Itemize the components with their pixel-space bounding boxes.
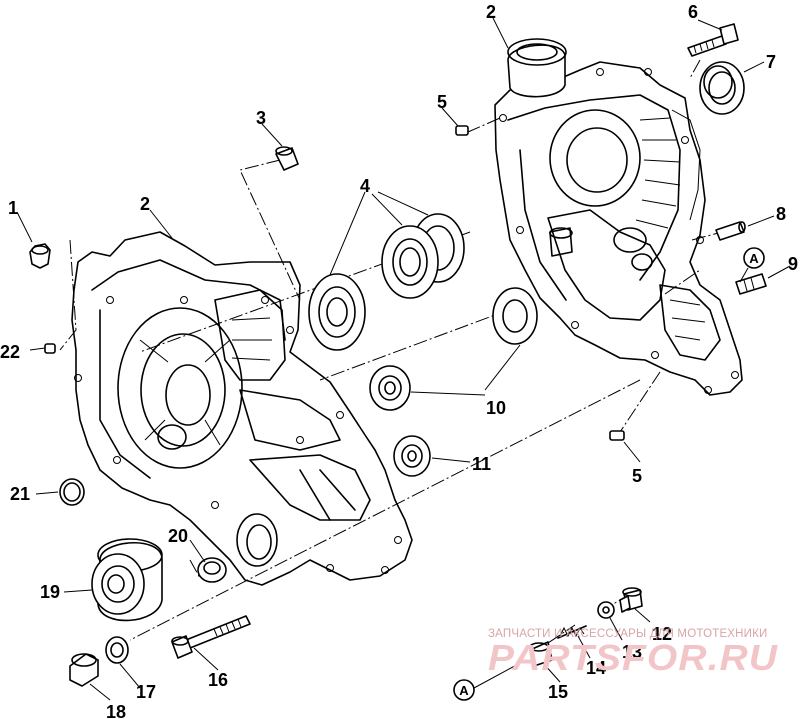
callout-leader-lines	[16, 17, 791, 701]
callout-16: 16	[208, 670, 228, 690]
callout-12: 12	[652, 624, 672, 644]
part-12-bolt	[619, 587, 643, 613]
callout-14: 14	[586, 658, 606, 678]
svg-text:A: A	[459, 683, 469, 698]
callout-13: 13	[622, 642, 642, 662]
callout-15: 15	[548, 682, 568, 702]
part-1-cap	[29, 243, 51, 269]
part-11-bearing	[393, 435, 431, 477]
callout-5-upper: 5	[437, 92, 447, 112]
part-20-seal	[197, 557, 227, 583]
part-9-fitting	[735, 273, 767, 295]
callout-11: 11	[472, 454, 491, 474]
svg-text:A: A	[749, 251, 759, 266]
reference-mark-a-lower: A	[453, 661, 523, 701]
part-8-pin	[715, 221, 746, 241]
callout-8: 8	[776, 204, 786, 224]
callout-7: 7	[766, 52, 776, 72]
left-crankcase-half	[71, 231, 413, 586]
callout-3: 3	[256, 108, 266, 128]
watermark-logo-text: PARTSFOR.RU	[488, 637, 778, 678]
callout-5-lower: 5	[632, 466, 642, 486]
part-7-oil-seal	[699, 61, 745, 115]
watermark-caption: ЗАПЧАСТИ И АКСЕССУАРЫ ДЛЯ МОТОТЕХНИКИ	[488, 628, 768, 640]
callout-1: 1	[8, 198, 18, 218]
part-3-sleeve	[275, 146, 299, 171]
callout-18: 18	[106, 702, 126, 719]
reference-mark-a-upper: A	[739, 247, 765, 283]
callout-9: 9	[788, 254, 798, 274]
callout-19: 19	[40, 582, 60, 602]
part-4-bearings	[308, 213, 465, 351]
callout-4: 4	[360, 176, 370, 196]
part-15-plunger	[529, 641, 553, 667]
part-6-bolt	[687, 23, 739, 57]
callout-17: 17	[136, 682, 156, 702]
part-19-drum	[91, 538, 163, 622]
watermark: ЗАПЧАСТИ И АКСЕССУАРЫ ДЛЯ МОТОТЕХНИКИ PA…	[488, 628, 778, 678]
part-5-dowels	[455, 125, 625, 441]
callout-2-right: 2	[486, 2, 496, 22]
part-22-dowel	[44, 343, 56, 354]
callout-10: 10	[486, 398, 506, 418]
callout-21: 21	[10, 484, 30, 504]
part-21-o-ring	[59, 478, 85, 506]
part-14-spring	[557, 625, 587, 639]
callout-6: 6	[688, 2, 698, 22]
part-10-bearings	[369, 287, 538, 411]
part-16-long-bolt	[171, 615, 251, 659]
callout-2-left: 2	[140, 194, 150, 214]
part-18-drain-plug	[69, 653, 99, 687]
part-13-washer	[597, 601, 615, 619]
right-crankcase-half	[494, 38, 743, 396]
part-17-washer	[105, 636, 129, 664]
callout-20: 20	[168, 526, 188, 546]
callout-22: 22	[0, 342, 20, 362]
assembly-axis-lines	[59, 59, 723, 656]
